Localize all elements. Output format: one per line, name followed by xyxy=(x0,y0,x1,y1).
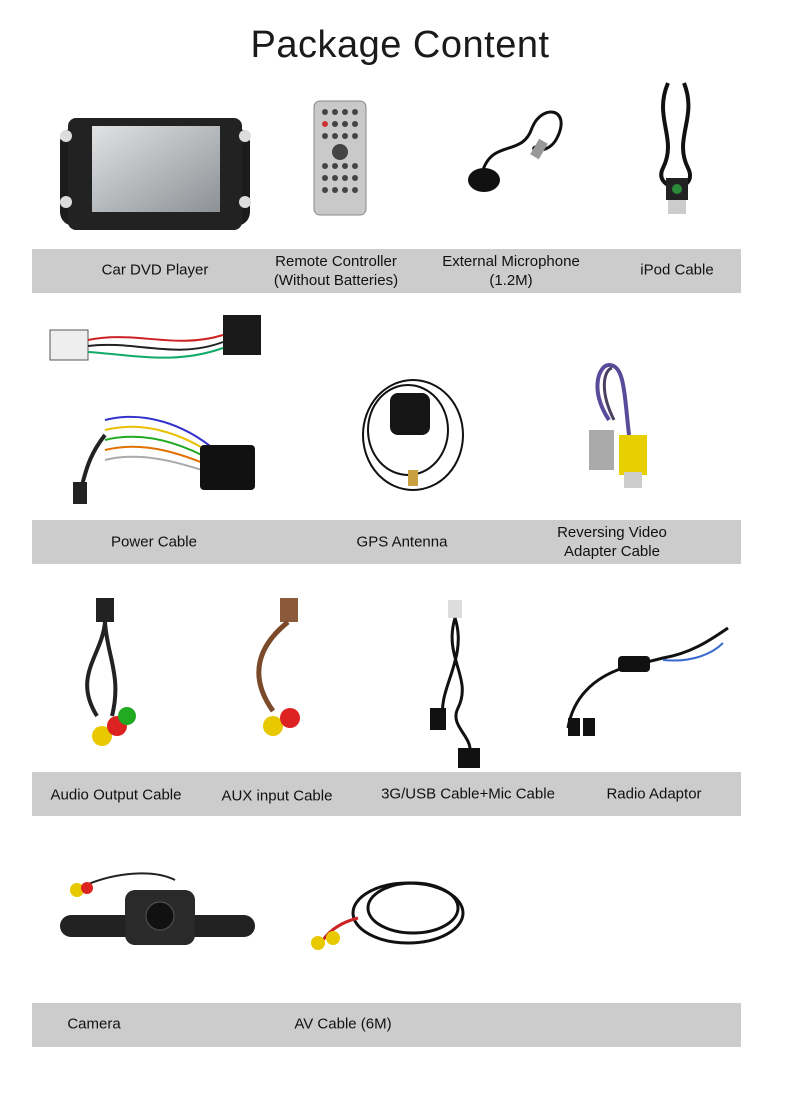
item-label-radio-adaptor: Radio Adaptor xyxy=(606,785,702,803)
power-cable-image xyxy=(45,310,270,510)
car-dvd-player-image xyxy=(58,110,253,232)
av-cable-image xyxy=(298,868,473,960)
item-label-ipod-cable: iPod Cable xyxy=(640,261,714,279)
aux-input-cable-image xyxy=(238,596,313,746)
label-line: Adapter Cable xyxy=(564,543,660,560)
label-line: (Without Batteries) xyxy=(273,272,399,289)
ipod-cable-image xyxy=(648,78,704,218)
label-line: Reversing Video xyxy=(557,524,667,541)
radio-adaptor-image xyxy=(563,618,733,743)
item-label-gps-antenna: GPS Antenna xyxy=(356,533,448,551)
item-label-car-dvd-player: Car DVD Player xyxy=(101,261,209,279)
remote-controller-image xyxy=(313,100,367,216)
item-label-audio-output-cable: Audio Output Cable xyxy=(50,786,182,804)
label-line: Remote Controller xyxy=(275,253,397,270)
item-label-av-cable: AV Cable (6M) xyxy=(294,1015,392,1033)
item-label-usb-mic-cable: 3G/USB Cable+Mic Cable xyxy=(381,785,555,803)
item-label-camera: Camera xyxy=(67,1015,121,1033)
page-title: Package Content xyxy=(250,24,550,66)
usb-mic-cable-image xyxy=(428,598,493,773)
item-label-power-cable: Power Cable xyxy=(111,533,197,551)
camera-image xyxy=(55,860,260,950)
external-microphone-image xyxy=(462,98,577,203)
gps-antenna-image xyxy=(358,365,468,493)
reversing-video-adapter-image xyxy=(584,360,654,492)
item-label-external-microphone: External Microphone (1.2M) xyxy=(442,252,580,290)
label-line: External Microphone xyxy=(442,253,580,270)
label-bar-row-2 xyxy=(32,520,741,564)
label-line: (1.2M) xyxy=(489,272,533,289)
item-label-aux-input-cable: AUX input Cable xyxy=(221,787,333,805)
label-bar-row-3 xyxy=(32,772,741,816)
label-bar-row-1 xyxy=(32,249,741,293)
audio-output-cable-image xyxy=(62,596,142,756)
label-bar-row-4 xyxy=(32,1003,741,1047)
item-label-remote-controller: Remote Controller (Without Batteries) xyxy=(274,252,398,290)
